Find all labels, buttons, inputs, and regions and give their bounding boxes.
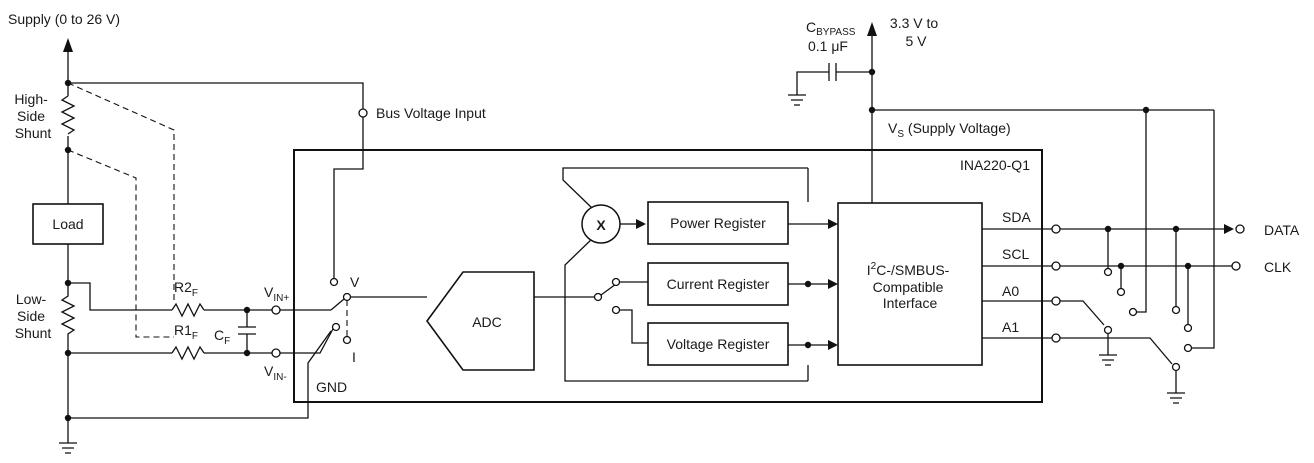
chip-boundary (293, 149, 1043, 403)
a1-address-switch (1060, 110, 1215, 404)
cbypass-capacitor (788, 63, 872, 106)
supply-label: Supply (0 to 26 V) (8, 11, 120, 27)
voltage-register-box (647, 322, 789, 366)
multiplier (581, 204, 646, 244)
input-mux-switch (280, 277, 427, 354)
cbypass-value: 0.1 μF (808, 38, 848, 54)
a0-label: A0 (1002, 283, 1019, 299)
adc-output-switch (593, 277, 648, 344)
clk-label: CLK (1264, 259, 1292, 275)
current-register-box (647, 262, 789, 306)
current-register-label: Current Register (667, 276, 770, 292)
cbypass-label: CBYPASS (806, 19, 856, 38)
data-label: DATA (1264, 222, 1300, 238)
r2f-label: R2F (174, 279, 198, 299)
feedback-loop-upper (562, 167, 808, 209)
switch-v-label: V (350, 274, 360, 290)
chip-name: INA220-Q1 (960, 157, 1030, 173)
adc-label: ADC (472, 314, 502, 330)
voltage-register-label: Voltage Register (667, 336, 770, 352)
vin-plus-label: VIN+ (264, 284, 289, 304)
bus-voltage-wire (68, 82, 368, 278)
low-side-shunt-label: Low- Side Shunt (15, 291, 52, 341)
feedback-loop-lower (564, 235, 808, 382)
load-label: Load (52, 216, 83, 232)
r1f-label: R1F (174, 322, 198, 342)
scl-label: SCL (1002, 246, 1029, 262)
gnd-wire (68, 330, 332, 419)
cf-label: CF (214, 327, 230, 347)
interface-pins (982, 224, 1061, 343)
a1-label: A1 (1002, 319, 1019, 335)
switch-i-label: I (352, 349, 356, 365)
cf-capacitor (238, 310, 256, 353)
bus-voltage-input-label: Bus Voltage Input (376, 105, 486, 121)
dashed-high-side-r2 (67, 82, 175, 304)
high-side-shunt-label: High- Side Shunt (14, 91, 51, 141)
supply-rail (32, 38, 104, 454)
ground-symbol-left (59, 442, 77, 454)
dashed-high-side-r1 (67, 149, 174, 338)
vs-supply (867, 22, 1214, 203)
gnd-label: GND (316, 379, 347, 395)
supply-range-label: 3.3 V to 5 V (890, 15, 942, 49)
sda-label: SDA (1002, 209, 1031, 225)
multiplier-label: X (596, 217, 606, 233)
adc-block (426, 271, 595, 371)
r2f-resistor (68, 282, 281, 318)
i2c-interface-box (837, 202, 983, 366)
vs-label: VS (Supply Voltage) (888, 120, 1011, 140)
register-to-interface-arrows (788, 219, 838, 350)
r1f-resistor (68, 345, 281, 361)
a0-address-switch (1060, 110, 1147, 366)
vin-minus-label: VIN- (264, 363, 287, 383)
data-clk-lines (1060, 224, 1245, 271)
i2c-interface-label: I2C-/SMBUS- Compatible Interface (867, 261, 953, 311)
power-register-label: Power Register (670, 215, 766, 231)
power-register-box (647, 201, 789, 245)
